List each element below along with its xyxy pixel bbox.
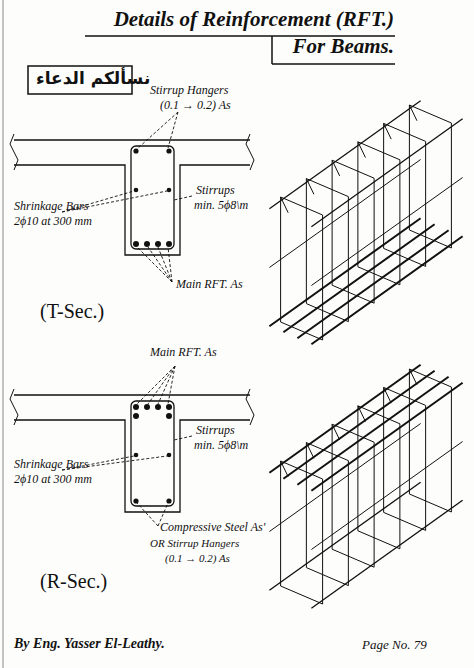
rebar-stroke <box>269 482 420 590</box>
rebar-stroke <box>269 218 420 326</box>
rebar-label: Shrinkage Bars <box>14 200 88 214</box>
rebar-spacing: 2ϕ10 at 300 mm <box>14 473 92 487</box>
rebar-stroke <box>311 442 462 550</box>
section-caption: (T-Sec.) <box>40 300 104 323</box>
rebar-stroke <box>283 371 434 479</box>
rebar-stroke <box>311 178 462 286</box>
rebar-stroke <box>311 383 462 491</box>
rebar-stroke <box>311 500 462 608</box>
rebar-stroke <box>281 586 323 604</box>
rebar-stroke <box>269 101 420 209</box>
rebar-label: Stirrup Hangers <box>150 84 228 98</box>
rebar-stroke <box>384 512 426 530</box>
rebar-stroke <box>297 230 448 338</box>
author-credit: By Eng. Yasser El-Leathy. <box>14 636 165 652</box>
rebar-spacing: 2ϕ10 at 300 mm <box>14 215 92 229</box>
rebar-stroke <box>283 224 434 332</box>
section-caption: (R-Sec.) <box>40 570 107 593</box>
rebar-label: Compressive Steel As' <box>160 521 265 535</box>
rebar-stroke <box>269 365 420 473</box>
rebar-quantity: (0.1 → 0.2) As <box>160 99 231 113</box>
rebar-stroke <box>332 160 374 178</box>
page-title: Details of Reinforcement (RFT.) For Beam… <box>82 6 394 61</box>
rebar-label: Stirrups <box>196 184 235 198</box>
rebar-stroke <box>297 377 448 485</box>
rebar-stroke <box>358 142 400 160</box>
rebar-stroke <box>269 160 420 268</box>
rebar-label: Main RFT. As <box>150 346 217 360</box>
rebar-stroke <box>332 549 374 567</box>
rebar-stroke <box>269 424 420 532</box>
arabic-note: نسألكم الدعاء <box>36 69 150 89</box>
rebar-stroke <box>311 236 462 344</box>
rebar-label: Shrinkage Bars <box>14 458 88 472</box>
rebar-stroke <box>281 197 323 215</box>
rebar-stroke <box>358 531 400 549</box>
rebar-stroke <box>311 119 462 227</box>
rebar-label: Main RFT. As <box>176 278 243 292</box>
rebar-stroke <box>384 123 426 141</box>
rebar-stroke <box>409 105 451 123</box>
rebar-stroke <box>306 179 348 197</box>
rebar-label: Stirrups <box>196 424 235 438</box>
rebar-stroke <box>409 494 451 512</box>
rebar-spacing: min. 5ϕ8\m <box>194 439 248 453</box>
rebar-quantity: (0.1 → 0.2) As <box>165 552 230 565</box>
rebar-label: OR Stirrup Hangers <box>150 537 239 550</box>
rebar-spacing: min. 5ϕ8\m <box>194 199 248 213</box>
rebar-stroke <box>306 568 348 586</box>
page-number: Page No. 79 <box>362 638 427 653</box>
